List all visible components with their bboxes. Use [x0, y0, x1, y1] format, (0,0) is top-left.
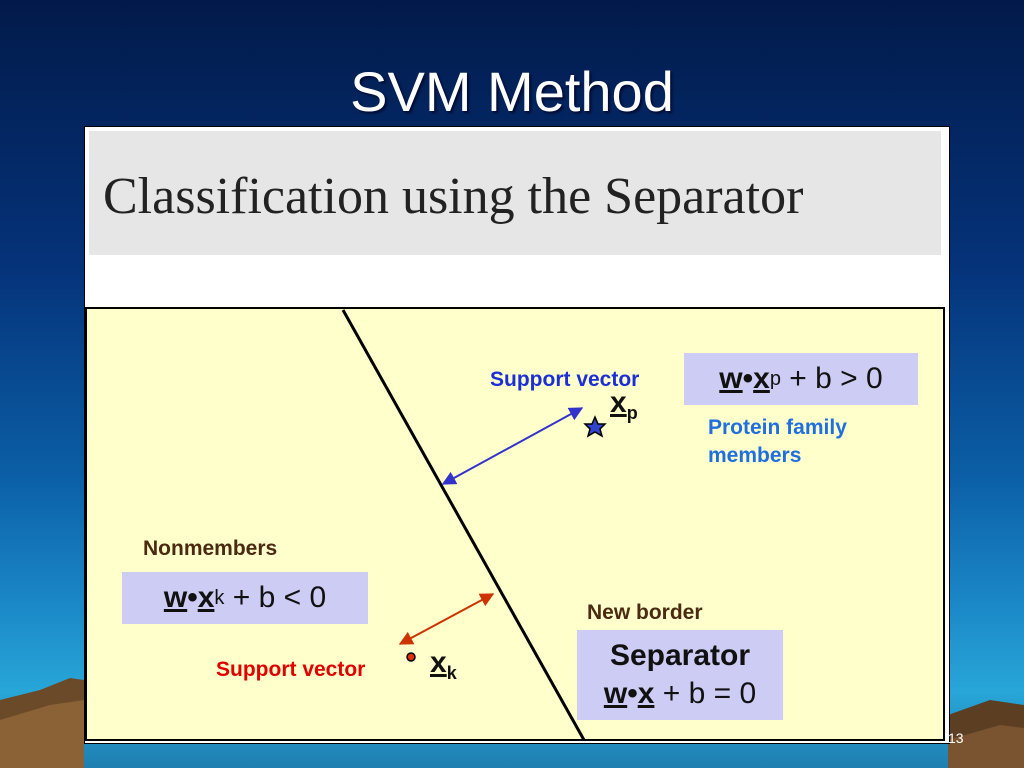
heading-band	[89, 131, 941, 255]
point-xk-label: xk	[430, 646, 457, 683]
point-xp-label: xp	[610, 386, 638, 423]
figure-heading: Classification using the Separator	[103, 168, 804, 225]
separator-box: Separator w•x + b = 0	[577, 630, 783, 720]
nonmembers-label: Nonmembers	[143, 537, 278, 560]
protein-family-label: Protein family members	[708, 416, 847, 467]
support-vector-label-top: Support vector	[490, 368, 640, 391]
page-number: 13	[948, 730, 964, 746]
slide-title: SVM Method	[350, 60, 674, 123]
support-vector-label-bottom: Support vector	[216, 658, 366, 681]
new-border-label: New border	[587, 601, 703, 624]
